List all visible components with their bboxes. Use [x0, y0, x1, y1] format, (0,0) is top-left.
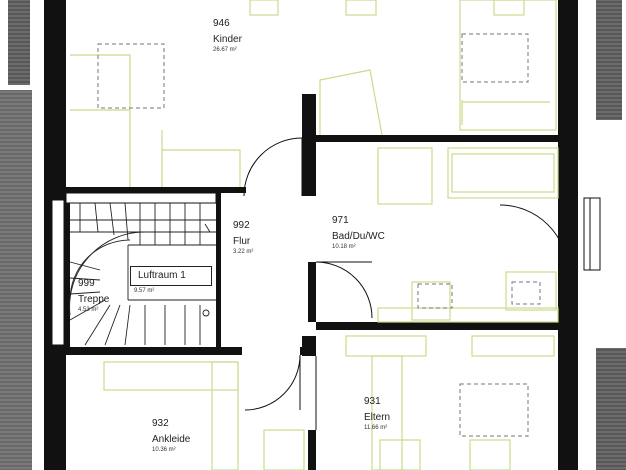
room-number: 992: [233, 220, 250, 231]
wall-eltern-left-lower: [308, 430, 316, 470]
door-kinder: [243, 137, 303, 197]
door-ankleide: [244, 354, 301, 411]
room-kinder: 946 Kinder 26.67 m²: [213, 18, 242, 54]
room-number: 971: [332, 215, 349, 226]
room-number: 999: [78, 278, 95, 289]
room-eltern: 931 Eltern 11.66 m²: [364, 396, 390, 432]
room-flur: 992 Flur 3.22 m²: [233, 220, 253, 256]
room-name: Ankleide: [152, 434, 191, 445]
furniture: [70, 0, 559, 470]
room-number: 932: [152, 418, 169, 429]
stair-label: Luftraum 1: [138, 270, 186, 281]
door-balcony: [499, 197, 601, 273]
room-area: 3.22 m²: [233, 249, 254, 255]
room-bad: 971 Bad/Du/WC 10.18 m²: [332, 215, 385, 251]
room-area: 10.18 m²: [332, 244, 356, 250]
room-ankleide: 932 Ankleide 10.36 m²: [152, 418, 190, 454]
room-name: Eltern: [364, 412, 391, 423]
stair-label-box: Luftraum 1: [130, 266, 212, 286]
wall-flur-right-lower: [308, 262, 316, 322]
dashed-outlines: [97, 33, 541, 437]
wall-kinder-bottom-right: [304, 135, 558, 142]
roof-strip-right-bottom: [596, 348, 626, 470]
staircase: [69, 202, 216, 346]
stair-label-area: 9.57 m²: [134, 288, 155, 294]
roof-strip-right-top: [596, 0, 622, 120]
room-name: Kinder: [213, 34, 242, 45]
room-name: Treppe: [78, 294, 110, 305]
wall-stair-right: [216, 193, 221, 347]
window-left: [51, 199, 65, 346]
wall-flur-bottom: [300, 347, 316, 355]
room-area: 11.66 m²: [364, 425, 388, 431]
room-area: 26.67 m²: [213, 47, 237, 53]
roof-strip-left: [8, 0, 30, 85]
room-name: Flur: [233, 236, 251, 247]
room-treppe: 999 Treppe 4.53 m²: [78, 278, 109, 314]
room-number: 946: [213, 18, 230, 29]
wall-treppe-bottom: [66, 347, 242, 355]
roof-strip-left-lower: [0, 90, 32, 470]
room-area: 10.36 m²: [152, 447, 176, 453]
wall-bad-bottom: [316, 322, 558, 330]
wall-flur-right: [308, 142, 316, 196]
room-name: Bad/Du/WC: [332, 231, 385, 242]
door-bad: [315, 261, 373, 319]
room-area: 4.53 m²: [78, 307, 99, 313]
wall-kinder-bottom-left: [66, 187, 246, 193]
wall-stair-left: [66, 203, 70, 347]
wall-stair-top: [65, 192, 217, 204]
room-number: 931: [364, 396, 381, 407]
